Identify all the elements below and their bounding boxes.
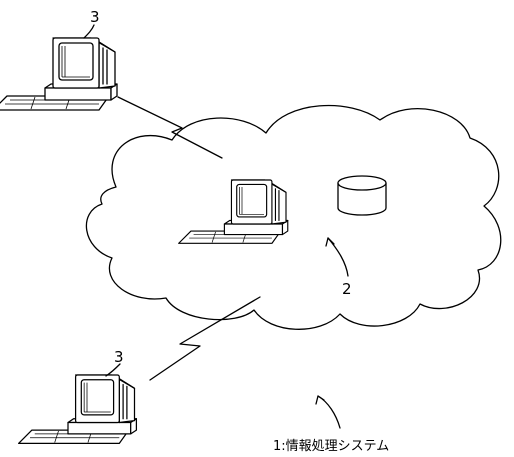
database-icon [337, 175, 387, 216]
connection-line-top [117, 96, 223, 159]
label-system: 1:情報処理システム [273, 439, 389, 454]
connection-line-bottom [149, 296, 261, 381]
label-2-leader [327, 237, 349, 277]
server-computer-icon [178, 179, 289, 244]
label-3-top-leader [83, 24, 95, 39]
label-3-bottom-leader [105, 363, 121, 377]
label-terminal-bottom: 3 [114, 348, 124, 366]
label-1-leader [317, 395, 341, 429]
client-terminal-top-icon [0, 37, 118, 111]
network-cloud [85, 104, 502, 330]
client-terminal-bottom-icon [17, 374, 138, 445]
label-network: 2 [342, 280, 352, 298]
label-terminal-top: 3 [90, 8, 100, 26]
